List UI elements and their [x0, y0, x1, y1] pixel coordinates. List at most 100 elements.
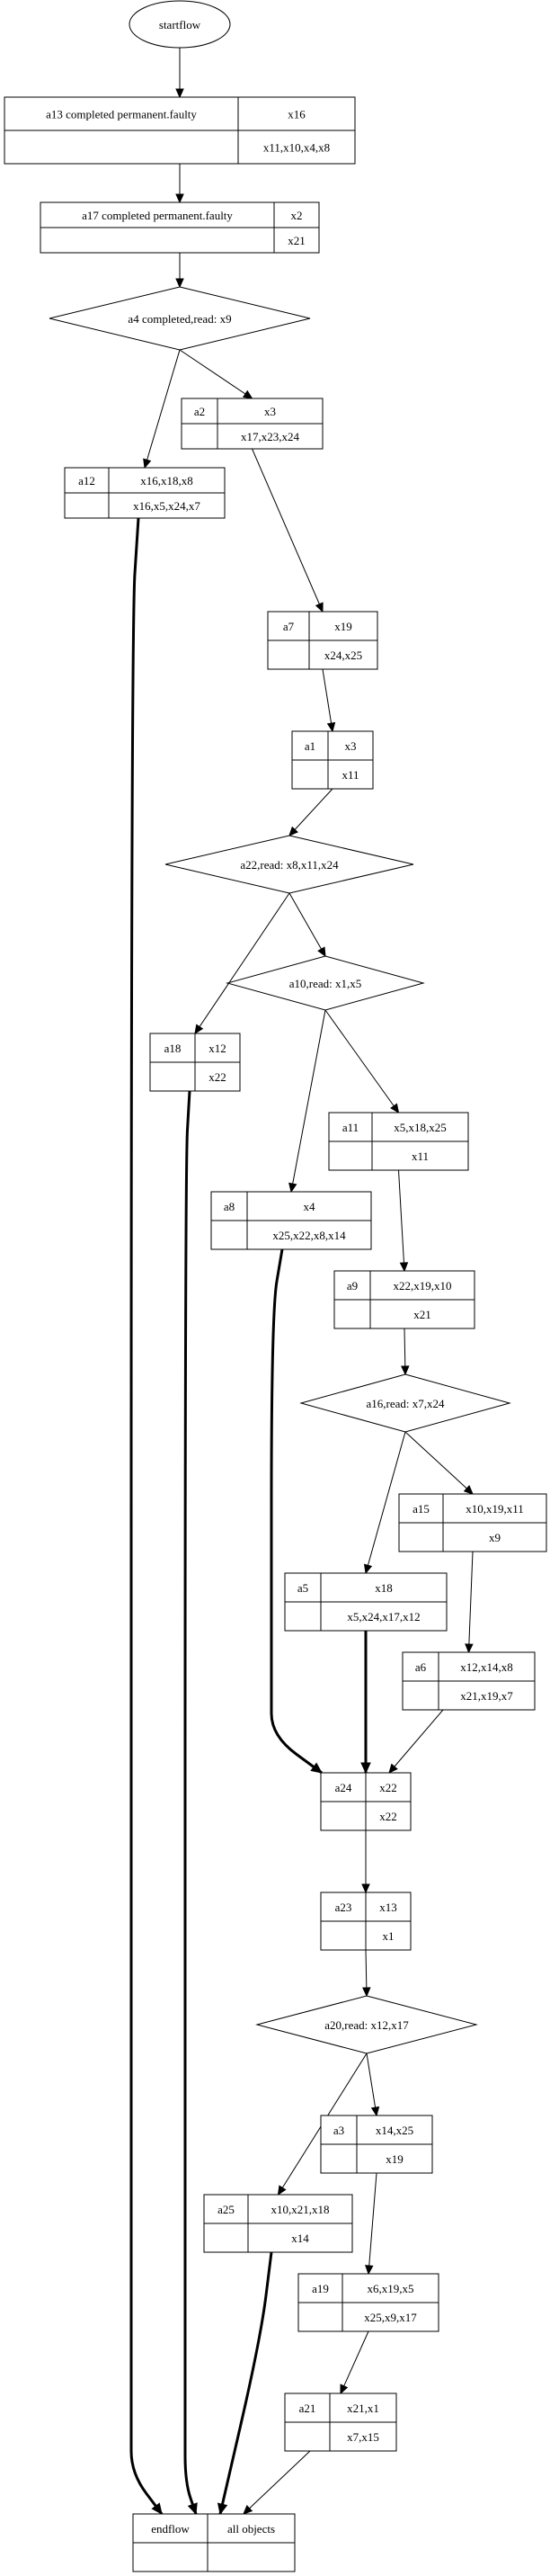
read-objects: x21 [413, 1308, 431, 1321]
activity-name: a2 [194, 405, 205, 418]
decision-label: a20,read: x12,x17 [324, 2018, 409, 2032]
edge-line [366, 2053, 377, 2116]
arrowhead-icon [175, 88, 184, 99]
arrowhead-icon [388, 1763, 398, 1774]
decision-node-a22[interactable]: a22,read: x8,x11,x24 [164, 835, 414, 894]
arrowhead-icon [401, 1365, 410, 1376]
edge-a12-to-endflow [129, 517, 164, 2515]
decision-node-a16[interactable]: a16,read: x7,x24 [299, 1373, 511, 1433]
edges-layer [129, 48, 474, 2516]
edge-line [218, 2251, 273, 2515]
arrowhead-icon [310, 1762, 323, 1774]
read-objects: x17,x23,x24 [241, 430, 300, 443]
edge-a16-to-a5 [363, 1431, 406, 1575]
edge-a8-to-a24 [270, 1248, 323, 1775]
decision-node-a10[interactable]: a10,read: x1,x5 [226, 955, 425, 1011]
edge-a3-to-a19 [365, 2172, 377, 2276]
edge-a23-to-a20 [362, 1949, 371, 1998]
activity-node-endflow[interactable]: endflow all objects [132, 2513, 296, 2572]
decision-node-a20[interactable]: a20,read: x12,x17 [255, 1995, 478, 2054]
arrowhead-icon [243, 2505, 253, 2515]
write-objects: x12 [208, 1042, 226, 1055]
read-objects: x21,x19,x7 [460, 1689, 513, 1703]
write-objects: x10,x21,x18 [271, 2203, 330, 2216]
read-objects: x1 [383, 1929, 395, 1943]
read-objects: x25,x9,x17 [364, 2311, 417, 2324]
edge-line [252, 448, 324, 613]
read-objects: x11 [342, 768, 359, 782]
activity-name: a24 [335, 1781, 352, 1794]
activity-name: a12 [78, 474, 95, 487]
activity-name: a8 [224, 1200, 235, 1213]
arrowhead-icon [370, 2106, 380, 2117]
arrowhead-icon [143, 458, 152, 470]
edge-line [129, 517, 164, 2515]
activity-name: endflow [151, 2522, 190, 2536]
edge-a6-to-a24 [388, 1709, 444, 1774]
arrowhead-icon [288, 1182, 297, 1194]
read-objects: x19 [386, 2152, 404, 2166]
edge-line [368, 2172, 377, 2275]
read-objects: x9 [489, 1531, 501, 1544]
write-objects: x22 [379, 1781, 397, 1794]
edge-line [194, 892, 290, 1034]
edge-line [398, 1169, 405, 1272]
edge-a2-to-a7 [252, 448, 324, 613]
activity-name: a1 [305, 739, 315, 753]
read-objects: x22 [208, 1070, 226, 1084]
edge-line [270, 1248, 323, 1775]
edge-line [324, 1009, 399, 1114]
edge-line [404, 1431, 474, 1495]
decision-label: a4 completed,read: x9 [128, 312, 231, 326]
decision-diamond [49, 286, 311, 351]
edge-a25-to-endflow [217, 2251, 273, 2516]
edge-line [183, 1090, 198, 2515]
activity-name: a3 [333, 2124, 344, 2137]
write-objects: all objects [227, 2522, 275, 2536]
edge-a9-to-a16 [401, 1328, 410, 1376]
edge-line [144, 349, 181, 469]
arrowhead-icon [151, 2502, 163, 2515]
start-node[interactable]: startflow [129, 0, 231, 49]
write-objects: x12,x14,x8 [460, 1660, 513, 1674]
activity-name: a9 [347, 1279, 358, 1292]
read-objects: x24,x25 [324, 648, 362, 662]
arrowhead-icon [365, 2265, 374, 2276]
decision-node-a4[interactable]: a4 completed,read: x9 [49, 286, 311, 351]
edge-line [365, 1431, 406, 1574]
edge-a22-to-a18 [194, 892, 290, 1035]
decision-diamond [255, 1995, 478, 2054]
write-objects: x19 [334, 620, 352, 633]
decision-label: a16,read: x7,x24 [366, 1397, 445, 1410]
write-objects: x2 [291, 209, 303, 222]
arrowhead-icon [360, 1762, 371, 1775]
arrowhead-icon [317, 946, 326, 958]
edge-a1-to-a22 [288, 788, 333, 836]
arrowhead-icon [217, 2502, 228, 2516]
write-objects: x16 [288, 108, 306, 121]
edge-a16-to-a15 [404, 1431, 474, 1495]
edge-a4-to-a12 [143, 349, 181, 470]
arrowhead-icon [326, 721, 336, 733]
edge-a7-to-a1 [322, 668, 336, 733]
